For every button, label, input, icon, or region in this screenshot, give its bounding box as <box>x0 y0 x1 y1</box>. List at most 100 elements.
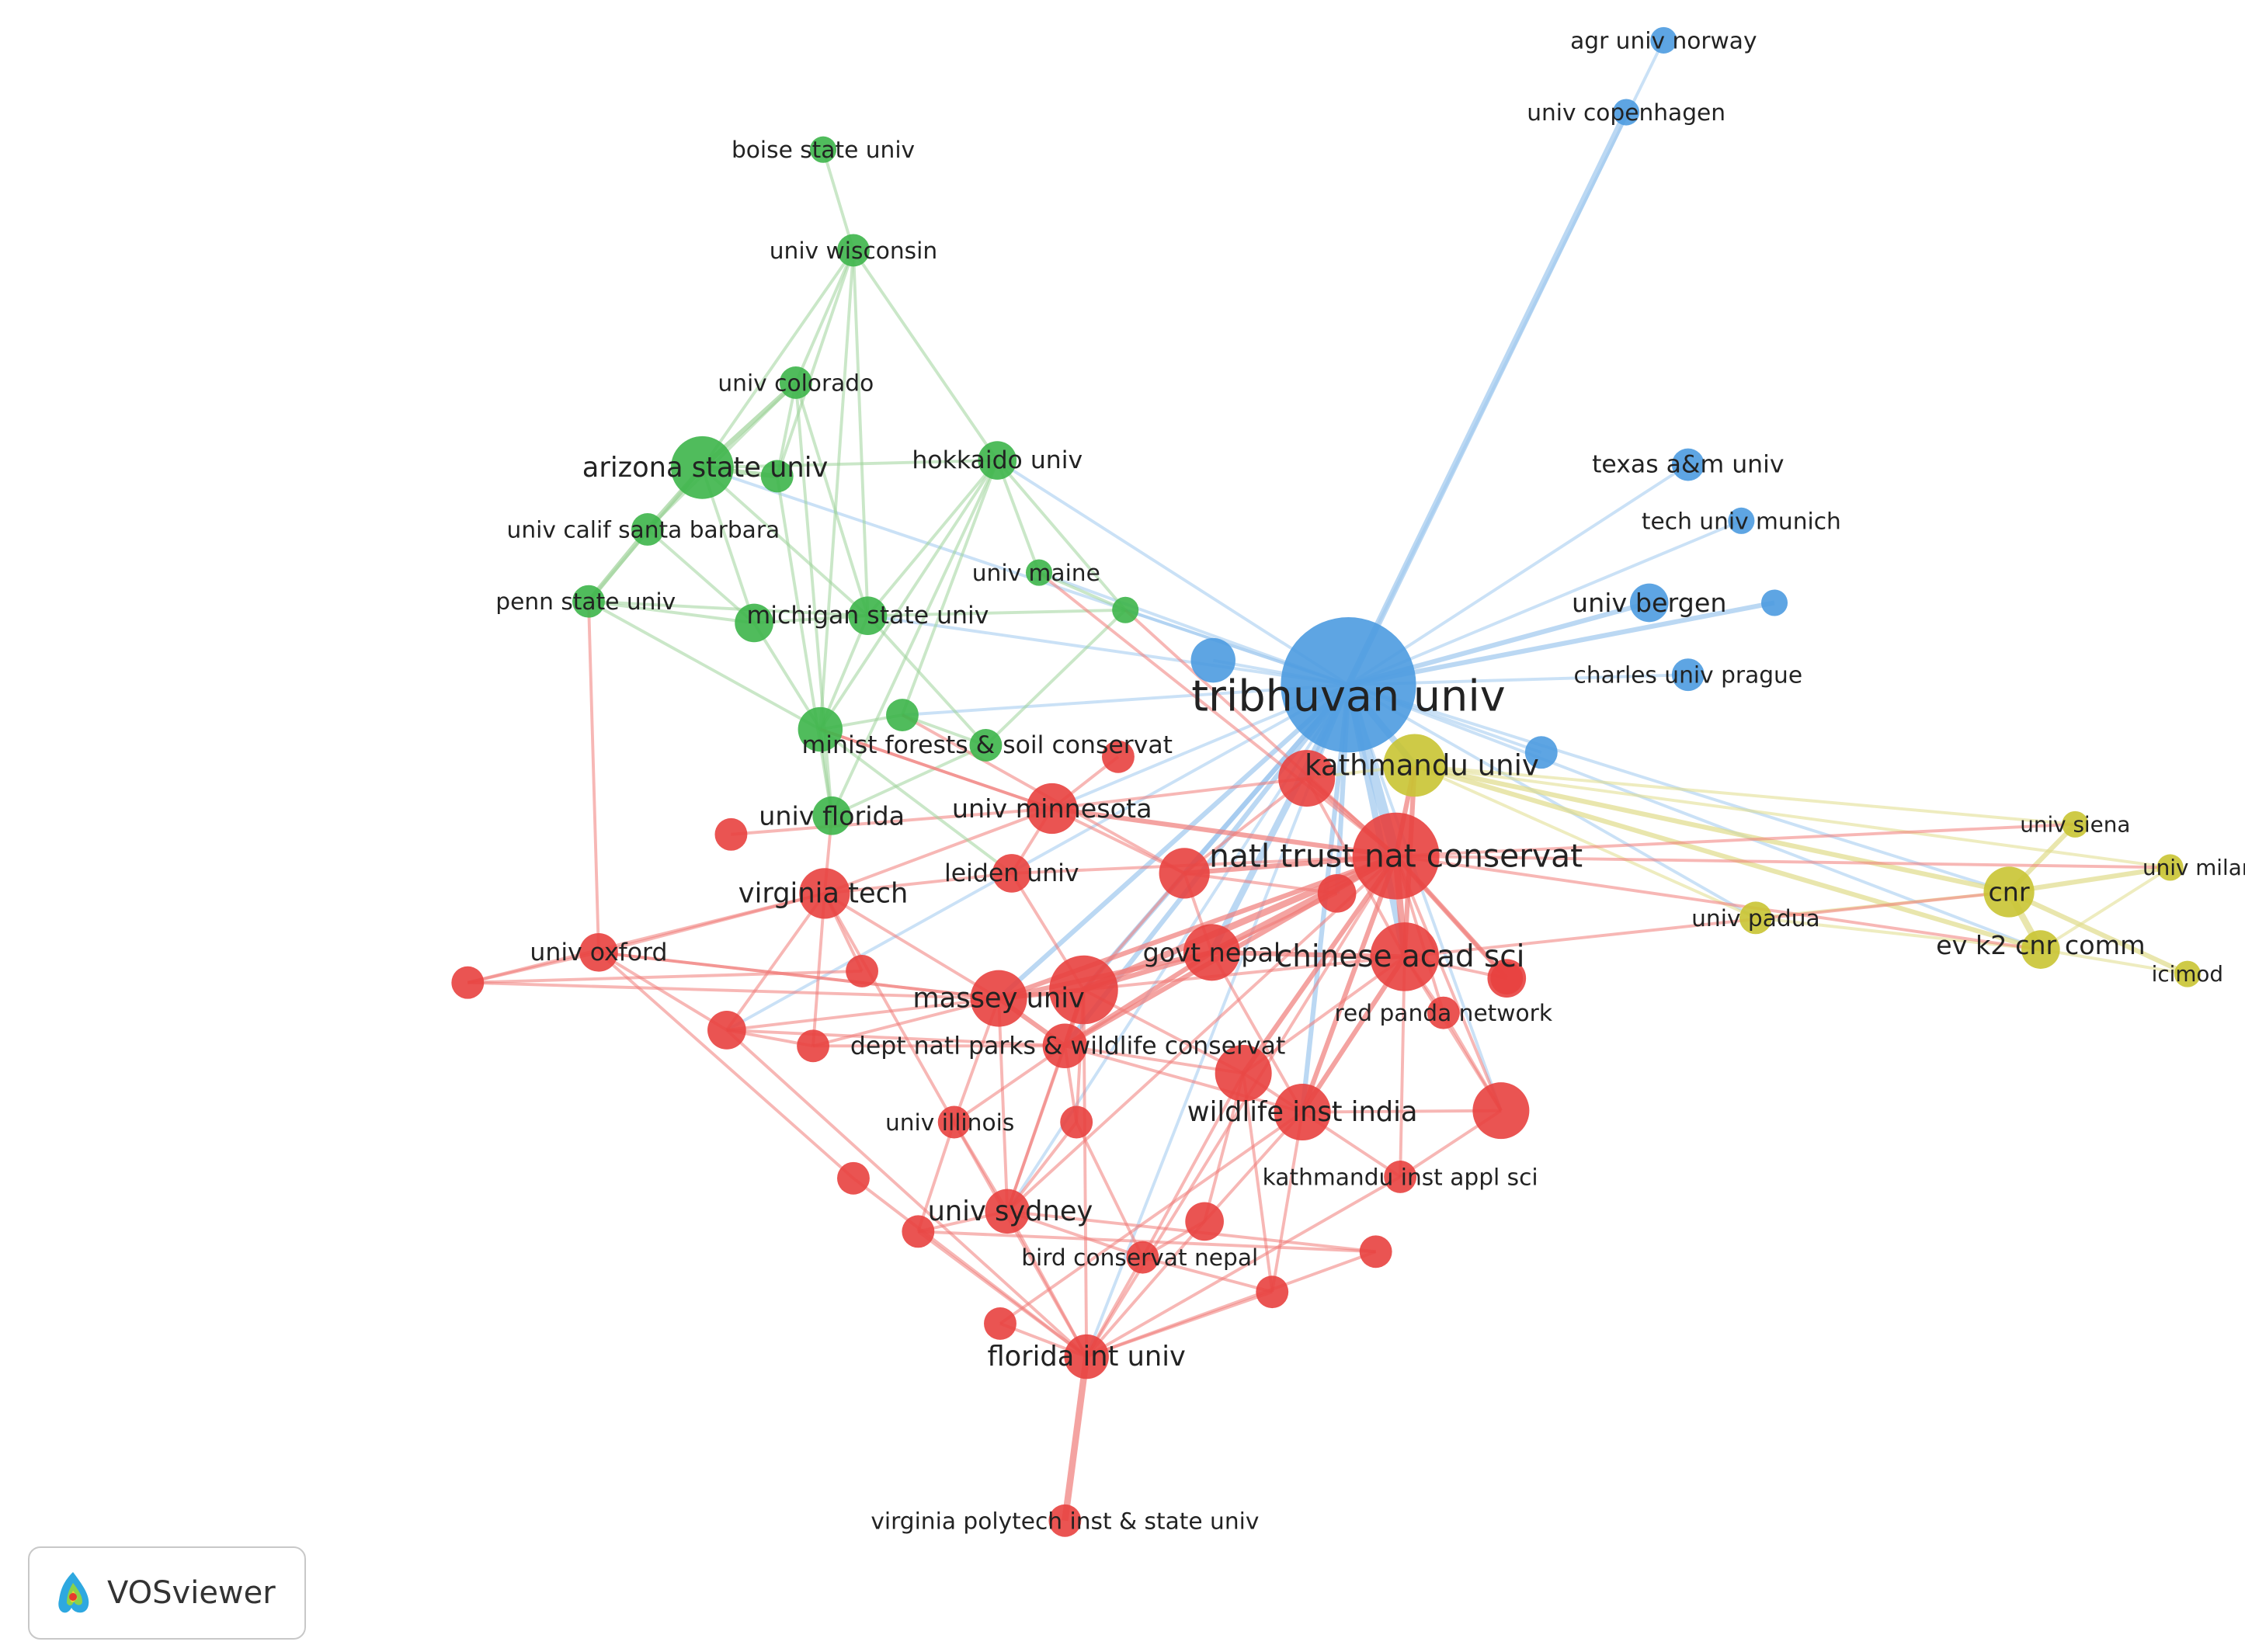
node-green_unl1[interactable] <box>760 460 794 493</box>
node-red_unl3[interactable] <box>1278 750 1336 807</box>
node-ntnc[interactable] <box>1352 812 1440 900</box>
node-padua[interactable] <box>1739 901 1772 935</box>
node-label-hokkaido: hokkaido univ <box>912 446 1083 474</box>
edge-red_unl3-minnesota <box>1051 776 1307 810</box>
edge-fiu-vpi <box>1062 1356 1090 1522</box>
node-red_unl6[interactable] <box>846 954 879 987</box>
node-red_unl15[interactable] <box>1060 1105 1093 1139</box>
node-wisconsin[interactable] <box>837 234 870 267</box>
node-arizona[interactable] <box>670 436 734 499</box>
node-label-cnr: cnr <box>1988 876 2029 907</box>
node-red_unl13[interactable] <box>1215 1044 1272 1102</box>
node-red_unl9[interactable] <box>1490 962 1524 995</box>
node-red_unl16[interactable] <box>837 1161 870 1195</box>
edge-green_unl3-ntnc <box>1124 609 1397 858</box>
node-green_unl2[interactable] <box>735 603 773 643</box>
node-red_unl19[interactable] <box>1359 1235 1392 1268</box>
edge-green_unl1-uflorida <box>775 476 834 817</box>
node-fiu[interactable] <box>1064 1334 1109 1380</box>
node-tum[interactable] <box>1728 507 1755 534</box>
node-label-prague: charles univ prague <box>1574 661 1803 689</box>
node-vtech[interactable] <box>799 868 850 919</box>
node-label-milan: univ milan <box>2142 855 2245 880</box>
node-icimod[interactable] <box>2174 960 2201 987</box>
edge-red_unl11-fiu <box>725 1029 1088 1359</box>
node-red_unl14[interactable] <box>1472 1082 1530 1140</box>
node-massey[interactable] <box>970 970 1027 1027</box>
edge-tribhuvan-hokkaido <box>996 459 1350 686</box>
node-copenhagen[interactable] <box>1613 99 1640 126</box>
node-red_unl7[interactable] <box>451 966 485 999</box>
node-red_unl17[interactable] <box>902 1215 935 1248</box>
edge-kathmandu-padua <box>1413 764 1757 920</box>
node-kathmandu[interactable] <box>1383 734 1447 797</box>
node-govtnepal[interactable] <box>1183 924 1240 981</box>
node-maine[interactable] <box>1025 559 1053 586</box>
edge-tribhuvan-michigan <box>867 614 1349 687</box>
node-green_unl4[interactable] <box>798 706 843 752</box>
node-agr_norway[interactable] <box>1650 26 1677 54</box>
node-siena[interactable] <box>2062 810 2089 838</box>
node-hokkaido[interactable] <box>978 441 1017 480</box>
node-blue_unl3[interactable] <box>1524 736 1558 769</box>
node-red_unl21[interactable] <box>984 1307 1017 1340</box>
edge-ntnc-fiu <box>1085 855 1398 1358</box>
node-green_unl5[interactable] <box>886 699 919 731</box>
node-bergen[interactable] <box>1629 583 1669 623</box>
node-colorado[interactable] <box>779 366 812 399</box>
edge-red_unl20-fiu <box>1086 1290 1273 1359</box>
edge-ntnc-sydney <box>1006 855 1397 1213</box>
node-blue_unl2[interactable] <box>1190 637 1235 683</box>
node-label-michigan: michigan state univ <box>747 602 989 630</box>
node-ucsb[interactable] <box>631 513 664 546</box>
node-kias[interactable] <box>1384 1160 1417 1193</box>
node-oxford[interactable] <box>579 932 618 972</box>
node-cnr[interactable] <box>1983 866 2035 918</box>
node-red_unl20[interactable] <box>1256 1275 1289 1309</box>
node-label-vtech: virginia tech <box>738 877 909 909</box>
node-label-agr_norway: agr univ norway <box>1570 26 1757 54</box>
node-illinois[interactable] <box>937 1105 971 1139</box>
edge-hokkaido-michigan <box>866 459 999 617</box>
node-pennstate[interactable] <box>572 585 605 618</box>
node-label-kathmandu: kathmandu univ <box>1305 748 1539 782</box>
node-michigan[interactable] <box>848 596 888 636</box>
edge-maine-green_unl3 <box>1038 571 1126 612</box>
node-red_unl1[interactable] <box>714 817 748 851</box>
edge-green_unl3-minist <box>985 609 1127 747</box>
node-red_unl5[interactable] <box>1317 874 1357 913</box>
node-birdcons[interactable] <box>1126 1241 1159 1274</box>
node-red_unl11[interactable] <box>707 1011 746 1050</box>
node-evk2[interactable] <box>2021 930 2060 969</box>
node-label-wii: wildlife inst india <box>1187 1096 1418 1128</box>
node-dnpwc[interactable] <box>1042 1023 1088 1069</box>
node-red_unl10[interactable] <box>1049 955 1118 1025</box>
node-label-minnesota: univ minnesota <box>952 793 1152 824</box>
edge-cnr-cas <box>1404 890 2010 959</box>
node-uflorida[interactable] <box>812 796 851 835</box>
node-red_unl18[interactable] <box>1185 1202 1224 1241</box>
node-redpanda[interactable] <box>1427 996 1460 1029</box>
node-milan[interactable] <box>2156 854 2184 881</box>
node-label-cas: chinese acad sci <box>1276 939 1525 974</box>
node-wii[interactable] <box>1274 1084 1331 1141</box>
node-label-vpi: virginia polytech inst & state univ <box>871 1507 1259 1534</box>
node-green_unl3[interactable] <box>1112 596 1139 623</box>
node-leiden[interactable] <box>992 854 1031 893</box>
node-prague[interactable] <box>1671 658 1705 692</box>
node-minnesota[interactable] <box>1027 783 1078 835</box>
node-red_unl4[interactable] <box>1159 848 1210 899</box>
node-label-colorado: univ colorado <box>718 369 874 396</box>
node-boise[interactable] <box>809 136 837 163</box>
node-vpi[interactable] <box>1048 1504 1082 1537</box>
node-red_unl12[interactable] <box>797 1029 830 1063</box>
node-texas_am[interactable] <box>1671 448 1705 481</box>
node-blue_unl1[interactable] <box>1760 589 1788 616</box>
node-cas[interactable] <box>1370 922 1440 991</box>
node-minist[interactable] <box>969 729 1003 762</box>
node-tribhuvan[interactable] <box>1281 617 1416 753</box>
node-sydney[interactable] <box>985 1189 1030 1234</box>
node-red_unl2[interactable] <box>1101 740 1135 773</box>
edge-govtnepal-wii <box>1210 951 1304 1113</box>
